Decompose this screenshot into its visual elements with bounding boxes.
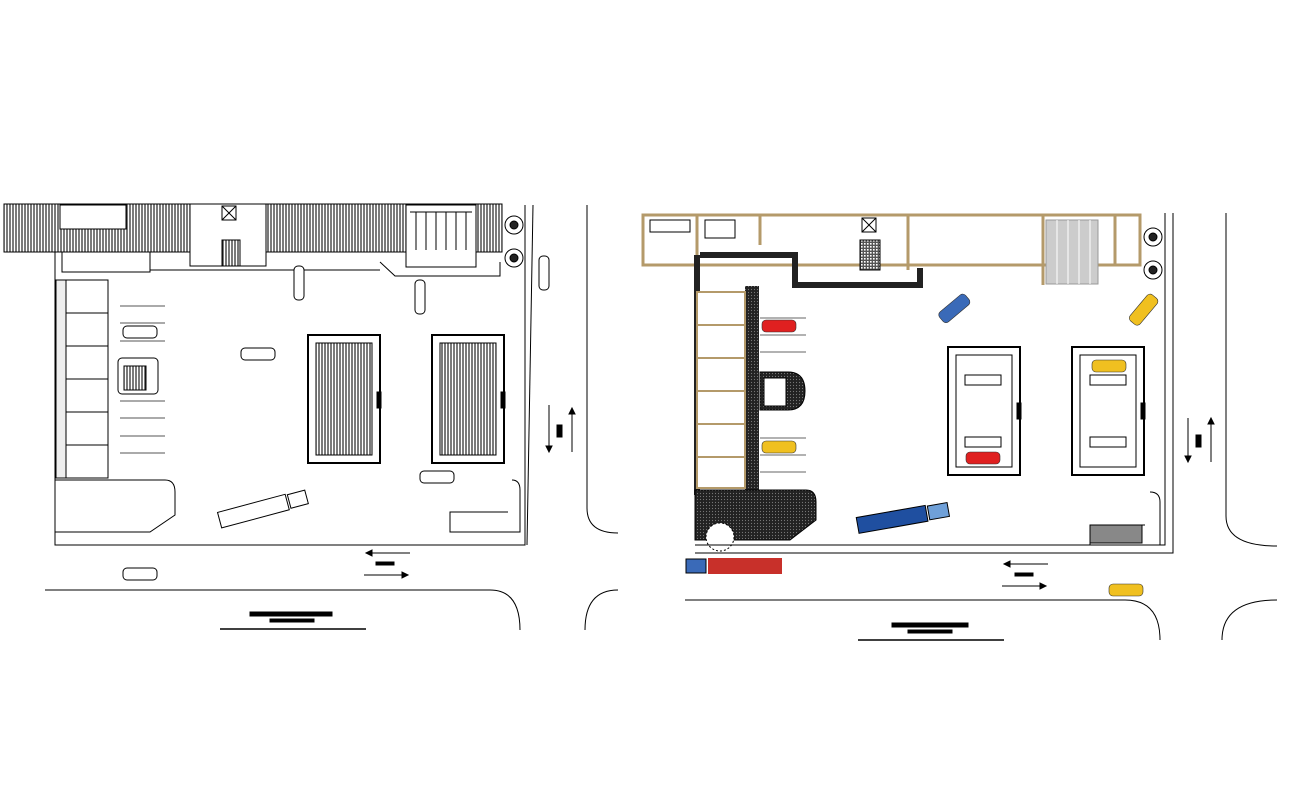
right-road-edge xyxy=(685,599,1161,641)
right-traffic-arrows xyxy=(1002,416,1215,590)
right-storage-canopy xyxy=(1045,219,1099,285)
right-road-title xyxy=(858,622,1004,641)
left-truck-icon xyxy=(216,489,309,529)
right-shop-row xyxy=(696,291,746,489)
left-pump-island-1 xyxy=(307,334,382,464)
left-plot-boundary xyxy=(54,205,526,546)
left-storage-block xyxy=(405,204,477,268)
left-shop-row xyxy=(55,279,109,479)
left-parking-lines xyxy=(120,305,165,454)
left-tree-icons xyxy=(504,215,524,268)
left-lift xyxy=(221,205,237,221)
right-parking-lines xyxy=(760,317,806,473)
right-tree-icons xyxy=(1143,227,1163,280)
right-corridor xyxy=(700,252,923,288)
right-truck-red-icon xyxy=(685,558,782,574)
left-traffic-arrows xyxy=(364,405,576,579)
left-car-icons xyxy=(122,255,550,581)
left-stair-pod xyxy=(117,357,159,395)
right-car-icons xyxy=(761,293,1159,597)
right-truck-blue-icon xyxy=(855,502,951,534)
left-road-edge xyxy=(45,589,521,631)
right-plan xyxy=(641,213,1278,641)
left-plan xyxy=(3,203,619,631)
left-core-stair xyxy=(221,239,241,267)
left-lobby xyxy=(59,204,127,230)
left-storage-racks xyxy=(410,211,472,250)
left-road-title xyxy=(220,611,366,630)
left-pump-island-2 xyxy=(431,334,506,464)
